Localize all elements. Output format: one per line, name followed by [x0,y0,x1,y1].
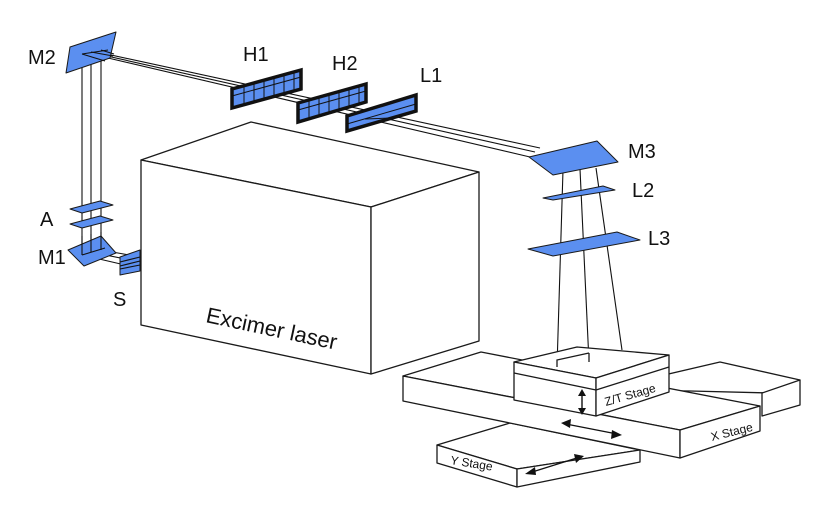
mirror-m3: M3 [528,140,656,176]
excimer-laser-box: Excimer laser [140,121,480,375]
beam-m3-to-stage [556,167,623,368]
mirror-m2: M2 [28,31,117,74]
lens-l3: L3 [527,228,670,257]
label-y-stage: Y Stage [450,453,494,474]
zt-arrow-down-head [578,408,586,415]
label-l1: L1 [420,65,442,87]
laser-side-face [370,171,480,375]
x-arrow-left-head [561,419,571,428]
zt-stage: Z/T Stage [513,346,670,417]
homogenizer-h2: H2 [296,53,368,125]
label-h1: H1 [243,44,269,66]
shutter-s: S [113,249,141,311]
label-m2: M2 [28,47,56,69]
label-m1: M1 [38,247,66,269]
x-arrow-right-head [611,430,622,439]
lens-l2: L2 [542,180,654,202]
homogenizer-h1: H1 [230,44,303,111]
label-a: A [40,209,54,231]
label-l2: L2 [632,180,654,202]
label-s: S [113,289,126,311]
y-arrow-right-head [574,454,584,463]
lens-l1: L1 [345,65,442,134]
aperture-a: A [40,200,114,231]
label-h2: H2 [332,53,358,75]
label-m3: M3 [628,141,656,163]
y-arrow-left-head [525,467,536,475]
zt-arrow-up-head [578,389,586,396]
label-l3: L3 [648,228,670,250]
mirror-m1: M1 [38,232,117,269]
